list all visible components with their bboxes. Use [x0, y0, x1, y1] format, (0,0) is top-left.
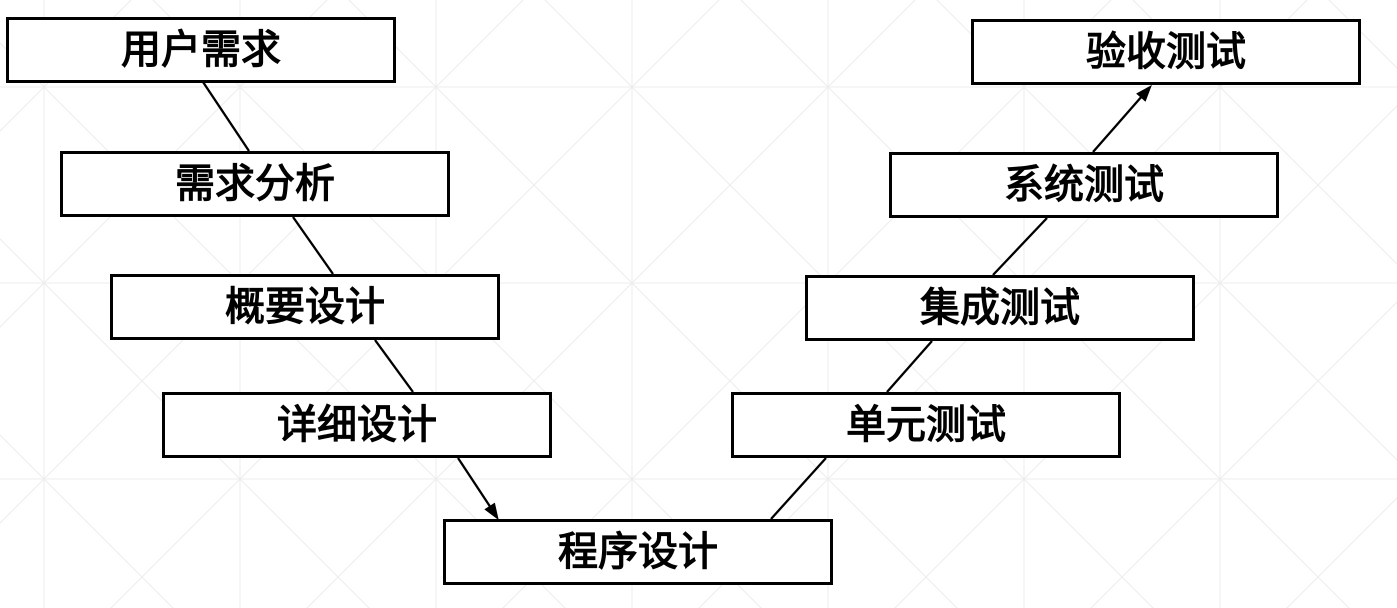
- edge-line: [992, 217, 1048, 276]
- node-user-requirements: 用户需求: [6, 17, 396, 83]
- node-integration-testing: 集成测试: [805, 275, 1195, 341]
- edge-program-design-to-unit-testing: [770, 457, 827, 520]
- edge-user-requirements-to-requirements-analysis: [202, 81, 250, 152]
- node-program-design: 程序设计: [443, 519, 833, 585]
- edge-line: [770, 457, 827, 520]
- edge-preliminary-design-to-detailed-design: [374, 339, 414, 393]
- node-preliminary-design: 概要设计: [110, 274, 500, 340]
- edge-unit-testing-to-integration-testing: [886, 340, 933, 393]
- edge-line: [202, 81, 250, 152]
- node-requirements-analysis: 需求分析: [60, 151, 450, 217]
- arrowhead: [484, 502, 499, 521]
- edge-integration-testing-to-system-testing: [992, 217, 1048, 276]
- node-system-testing: 系统测试: [889, 152, 1279, 218]
- edge-requirements-analysis-to-preliminary-design: [292, 216, 334, 275]
- edge-line: [1092, 96, 1142, 153]
- arrowhead: [1136, 84, 1152, 102]
- node-unit-testing: 单元测试: [731, 392, 1121, 458]
- edge-detailed-design-to-program-design: [457, 457, 499, 521]
- edge-line: [292, 216, 334, 275]
- edge-line: [374, 339, 414, 393]
- edge-line: [457, 457, 491, 508]
- node-detailed-design: 详细设计: [162, 392, 552, 458]
- edge-line: [886, 340, 933, 393]
- edge-system-testing-to-acceptance-testing: [1092, 84, 1152, 153]
- node-acceptance-testing: 验收测试: [971, 19, 1361, 85]
